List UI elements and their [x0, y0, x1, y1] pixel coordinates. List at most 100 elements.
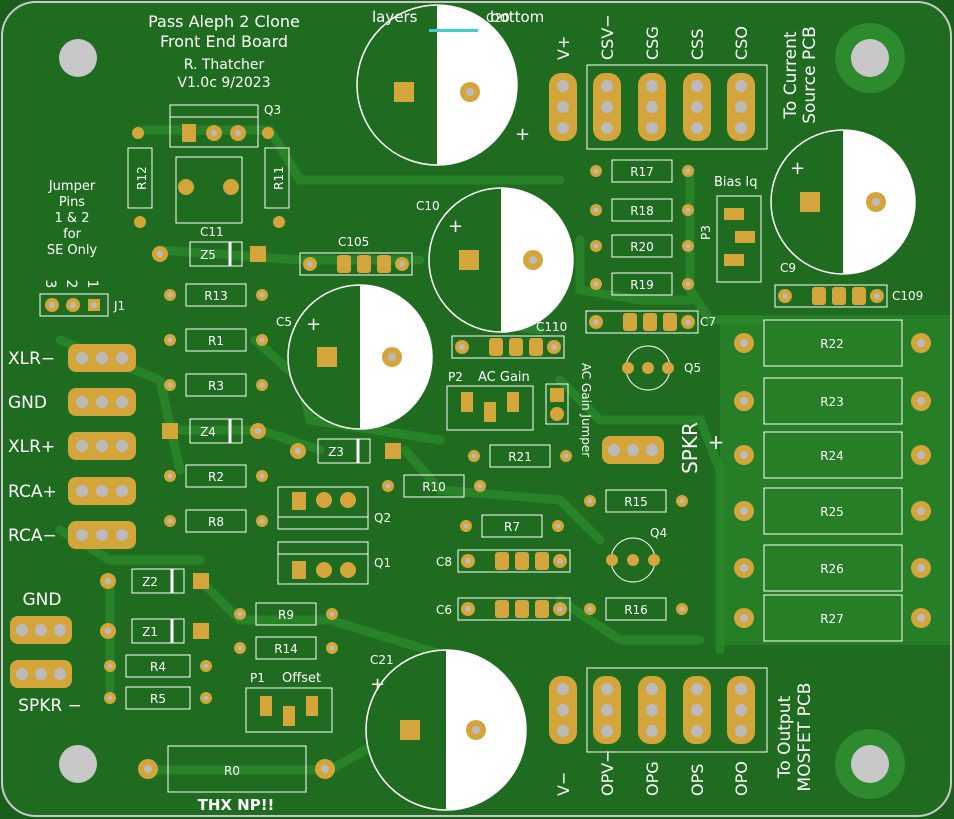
svg-text:Pins: Pins	[59, 195, 85, 210]
svg-text:C109: C109	[892, 289, 923, 303]
cap-electrolytic-1: C10+	[416, 187, 574, 333]
svg-text:R12: R12	[135, 166, 149, 190]
resistor-r18: R18	[590, 198, 694, 222]
small-resistors: R13R1R3R2R8R4R5R9R14R10R7R21R15R16R17R18…	[104, 159, 694, 710]
svg-text:for: for	[63, 227, 82, 242]
svg-text:+: +	[708, 430, 725, 454]
svg-text:P3: P3	[699, 225, 713, 240]
zener-z2: Z2	[100, 568, 209, 594]
svg-text:R1: R1	[208, 334, 224, 348]
pot-p3: Bias Iq P3	[699, 175, 762, 283]
resistor-r17: R17	[590, 159, 694, 183]
svg-text:R16: R16	[624, 603, 648, 617]
to-output-line1: To Output	[775, 695, 795, 779]
tab-layers[interactable]: layers	[372, 8, 418, 26]
svg-text:R8: R8	[208, 515, 224, 529]
input-label: GND	[8, 393, 47, 413]
transistor-q5: Q5	[622, 345, 701, 391]
svg-text:CSV−: CSV−	[598, 14, 617, 60]
resistor-r11: R11	[262, 127, 290, 228]
tab-top[interactable]: top	[429, 6, 478, 32]
board-title-line2: Front End Board	[160, 32, 288, 51]
pot-p1: P1 Offset	[245, 671, 333, 733]
cap-film-5: C6	[436, 597, 571, 621]
svg-text:3: 3	[42, 280, 58, 289]
power-resistor-r22: R22	[734, 319, 931, 367]
svg-text:AC Gain: AC Gain	[478, 370, 530, 385]
cap-electrolytic-0: C20+	[356, 4, 530, 166]
copper-pours	[720, 315, 950, 645]
svg-text:C7: C7	[700, 315, 716, 329]
transistor-q1: Q1	[277, 541, 391, 585]
spkr-plus-connector: SPKR +	[602, 422, 724, 474]
ac-gain-jumper: AC Gain Jumper	[545, 363, 593, 457]
input-label: XLR−	[8, 349, 55, 369]
svg-text:C10: C10	[416, 199, 440, 213]
svg-text:Z4: Z4	[200, 425, 216, 439]
svg-text:1 & 2: 1 & 2	[55, 211, 90, 226]
svg-text:Jumper: Jumper	[48, 179, 96, 194]
input-label: RCA−	[8, 526, 57, 546]
resistor-r1: R1	[164, 328, 268, 352]
svg-text:R3: R3	[208, 379, 224, 393]
cap-film-4: C8	[436, 549, 571, 573]
zener-z1: Z1	[100, 618, 209, 644]
cap-electrolytic-2: C5+	[276, 284, 433, 430]
board-version: V1.0c 9/2023	[177, 75, 270, 91]
resistor-r12: R12	[127, 127, 153, 228]
resistor-r16: R16	[584, 597, 688, 621]
svg-text:C8: C8	[436, 555, 452, 569]
svg-text:R21: R21	[508, 450, 532, 464]
header-pin-OPO: OPO	[727, 676, 755, 796]
cap-electrolytic-3: C9+	[770, 129, 916, 275]
svg-text:R27: R27	[820, 612, 844, 626]
svg-text:Q1: Q1	[374, 556, 391, 570]
svg-text:R20: R20	[630, 240, 654, 254]
svg-text:P2: P2	[448, 370, 463, 384]
power-resistor-r24: R24	[734, 431, 931, 479]
svg-text:Z5: Z5	[200, 248, 216, 262]
header-pin-V−: V−	[549, 676, 577, 796]
cap-film-2: C7	[585, 310, 716, 334]
power-resistor-r23: R23	[734, 377, 931, 425]
svg-text:R18: R18	[630, 204, 654, 218]
transistor-q4: Q4	[606, 526, 667, 583]
svg-text:V−: V−	[554, 772, 573, 796]
spkr-minus-label: SPKR −	[18, 696, 82, 716]
power-resistor-r26: R26	[734, 544, 931, 592]
zener-z3: Z3	[290, 438, 401, 464]
power-resistor-r25: R25	[734, 487, 931, 535]
svg-text:R4: R4	[150, 660, 166, 674]
svg-text:CSG: CSG	[643, 26, 662, 60]
tab-bottom[interactable]: bottom	[490, 8, 545, 26]
zener-z5: Z5	[152, 241, 266, 267]
svg-text:OPG: OPG	[643, 761, 662, 796]
resistor-r20: R20	[590, 234, 694, 258]
svg-text:Q2: Q2	[374, 511, 391, 525]
svg-text:+: +	[515, 124, 530, 145]
svg-text:SPKR: SPKR	[678, 422, 702, 474]
board-author: R. Thatcher	[184, 57, 265, 73]
zener-z4: Z4	[162, 418, 266, 444]
input-label: XLR+	[8, 437, 55, 457]
svg-text:R24: R24	[820, 449, 844, 463]
resistor-r2: R2	[164, 464, 268, 488]
svg-text:AC Gain Jumper: AC Gain Jumper	[579, 363, 593, 457]
header-pin-OPS: OPS	[683, 676, 711, 796]
input-0: XLR−	[8, 344, 136, 372]
to-output-line2: MOSFET PCB	[795, 683, 815, 792]
header-pin-CSS: CSS	[683, 29, 711, 141]
cap-film-3: C109	[774, 284, 923, 308]
svg-text:C5: C5	[276, 315, 292, 329]
header-pin-V+: V+	[549, 36, 577, 141]
pot-p2: P2 AC Gain	[446, 370, 534, 431]
svg-text:R19: R19	[630, 278, 654, 292]
input-4: RCA−	[8, 521, 136, 549]
svg-text:R7: R7	[504, 520, 520, 534]
svg-text:R25: R25	[820, 505, 844, 519]
